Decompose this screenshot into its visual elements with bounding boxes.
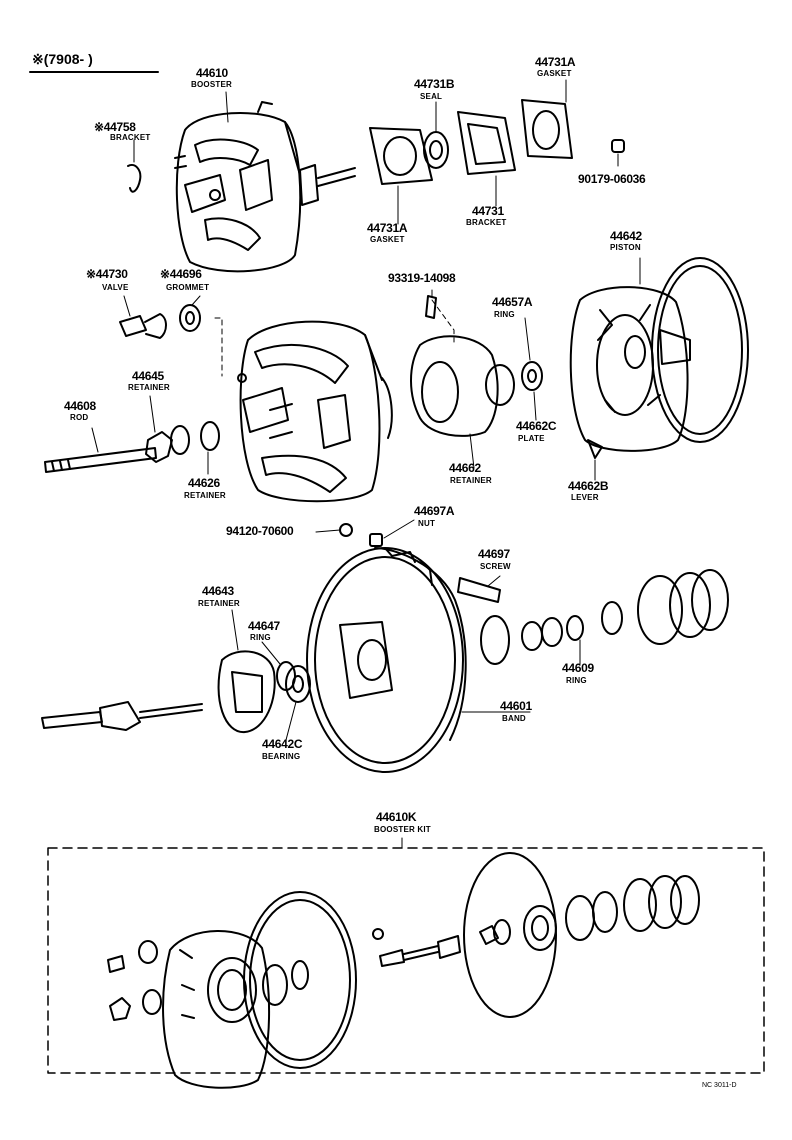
part-number-44758: ※44758 [94,120,136,134]
plate-drawing [521,361,543,391]
part-name-piston: PISTON [610,243,641,252]
part-name-bearing: BEARING [262,752,301,761]
part-number-44662b: 44662B [568,479,609,493]
bracket-mid-drawing [457,111,516,175]
part-number-93319-14098: 93319-14098 [388,271,456,285]
nut-plug-drawing [339,523,353,537]
leader-lines-group-2 [91,257,641,481]
nut-drawing [369,533,383,547]
part-number-44647: 44647 [248,619,280,633]
leader-lines-group-3 [231,519,581,741]
retainer-626-drawing [170,421,220,455]
retainer-645-drawing [145,431,173,463]
part-name-nut: NUT [418,519,436,528]
leader-lines-group-1 [133,79,619,225]
part-name-ring-609: RING [566,676,587,685]
part-name-ring-a: RING [494,310,515,319]
part-name-retainer-662: RETAINER [450,476,492,485]
kit-boundary-box [47,847,765,1074]
part-number-44696: ※44696 [160,267,202,281]
part-number-44697: 44697 [478,547,510,561]
part-number-44642c: 44642C [262,737,303,751]
part-name-bracket-top: BRACKET [110,133,151,142]
part-number-44731a-top: 44731A [535,55,576,69]
part-name-screw: SCREW [480,562,511,571]
bolt-drawing [425,295,437,319]
part-name-retainer-645: RETAINER [128,383,170,392]
part-name-valve: VALVE [102,283,129,292]
part-number-94120-70600: 94120-70600 [226,524,294,538]
part-number-44643: 44643 [202,584,234,598]
part-name-retainer-626: RETAINER [184,491,226,500]
footer-code: NC 3011-D [702,1082,737,1089]
part-number-44657a: 44657A [492,295,533,309]
part-number-90179-06036: 90179-06036 [578,172,646,186]
part-name-rod: ROD [70,413,89,422]
part-number-44608: 44608 [64,399,96,413]
valve-drawing [119,313,167,339]
lever-drawing [587,439,603,459]
part-number-44642: 44642 [610,229,642,243]
part-name-bracket-mid: BRACKET [466,218,507,227]
retainer-662-drawing [410,335,515,437]
part-name-ring-647: RING [250,633,271,642]
part-number-44731a-mid: 44731A [367,221,408,235]
header-label: ※(7908- ) [32,51,93,67]
part-number-44662: 44662 [449,461,481,475]
ring-609-drawing [480,601,623,665]
rod-drawing [44,447,157,473]
piston-drawing [569,257,749,452]
part-number-44609: 44609 [562,661,594,675]
screw-drawing [457,577,501,603]
part-number-44601: 44601 [500,699,532,713]
part-name-lever: LEVER [571,493,599,502]
part-number-44610: 44610 [196,66,228,80]
push-rod-drawing [41,701,203,731]
part-number-44731b: 44731B [414,77,455,91]
part-number-44626: 44626 [188,476,220,490]
part-name-band: BAND [502,714,526,723]
part-name-grommet: GROMMET [166,283,210,292]
gasket-mid-drawing [369,127,433,185]
part-name-gasket-mid: GASKET [370,235,405,244]
gasket-tr-drawing [521,99,573,159]
retainer-643-drawing [217,650,276,734]
part-name-booster-kit: BOOSTER KIT [374,825,431,834]
bearing-drawing [285,665,311,703]
grommet-drawing [179,304,201,332]
bracket-top-drawing [127,164,142,193]
band-drawing [306,547,467,773]
booster-rear-shell-drawing [237,320,393,503]
part-name-plate: PLATE [518,434,545,443]
booster-spring-drawing [637,569,729,645]
part-name-retainer-643: RETAINER [198,599,240,608]
booster-front-shell-drawing [174,101,356,273]
part-number-44731: 44731 [472,204,504,218]
part-number-44610k: 44610K [376,810,417,824]
part-name-gasket-top: GASKET [537,69,572,78]
part-number-44662c: 44662C [516,419,557,433]
screw-plug-drawing [611,139,625,153]
part-name-seal: SEAL [420,92,443,101]
part-number-44730: ※44730 [86,267,128,281]
part-name-booster: BOOSTER [191,80,232,89]
seal-drawing [423,131,449,169]
part-number-44645: 44645 [132,369,164,383]
part-number-44697a: 44697A [414,504,455,518]
kit-parts-drawing [107,852,700,1089]
